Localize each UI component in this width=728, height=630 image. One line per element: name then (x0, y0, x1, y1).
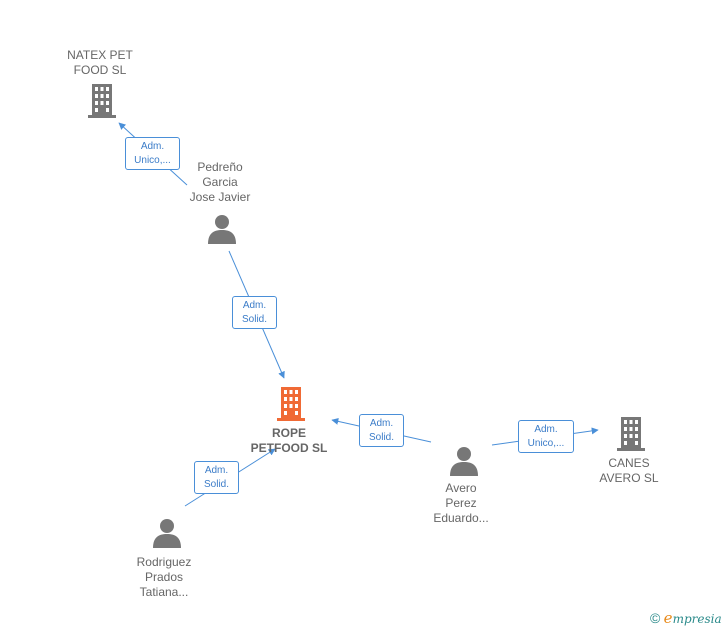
label-line: Rodriguez (136, 555, 192, 569)
edge-label-rodriguez-rope[interactable]: Adm. Solid. (194, 461, 239, 494)
label-line: ROPE (271, 426, 306, 440)
label-line: Jose Javier (189, 190, 251, 204)
label-line: Eduardo... (433, 511, 489, 525)
label-line: Garcia (202, 175, 238, 189)
label-line: Prados (144, 570, 184, 584)
edge-label-avero-canes[interactable]: Adm. Unico,... (518, 420, 574, 453)
label-line: CANES (608, 456, 650, 470)
edge-label-line2: Solid. (241, 314, 267, 325)
edge-label-line2: Solid. (203, 479, 229, 490)
edge-label-line1: Adm. (140, 141, 165, 152)
edge-label-line2: Unico,... (527, 438, 565, 449)
building-icon[interactable] (615, 417, 647, 451)
building-icon[interactable] (86, 84, 118, 118)
edge-label-line1: Adm. (242, 300, 267, 311)
copyright-icon: © (650, 610, 661, 626)
label-line: AVERO SL (599, 471, 659, 485)
label-line: NATEX PET (67, 48, 133, 62)
brand-logo-e: e (663, 609, 673, 627)
edge-label-avero-rope[interactable]: Adm. Solid. (359, 414, 404, 447)
building-icon-main[interactable] (275, 387, 307, 421)
edge-label-line2: Solid. (368, 432, 394, 443)
edge-label-line2: Unico,... (134, 155, 171, 166)
label-line: Avero (445, 481, 477, 495)
person-icon[interactable] (207, 214, 237, 244)
label-line: Pedreño (197, 160, 243, 174)
person-label-rodriguez[interactable]: Rodriguez Prados Tatiana... (114, 555, 214, 600)
edge-label-line1: Adm. (204, 465, 229, 476)
person-icon[interactable] (152, 518, 182, 548)
label-line: FOOD SL (73, 63, 127, 77)
label-line: Tatiana... (139, 585, 189, 599)
edge-label-line1: Adm. (369, 418, 394, 429)
edge-label-pedreno-natex[interactable]: Adm. Unico,... (125, 137, 180, 170)
person-icon[interactable] (449, 446, 479, 476)
company-label-canes[interactable]: CANES AVERO SL (579, 456, 679, 486)
company-label-natex[interactable]: NATEX PET FOOD SL (50, 48, 150, 78)
company-label-rope[interactable]: ROPE PETFOOD SL (239, 426, 339, 456)
person-label-avero[interactable]: Avero Perez Eduardo... (411, 481, 511, 526)
label-line: PETFOOD SL (250, 441, 328, 455)
brand-watermark: © empresia (650, 609, 722, 627)
label-line: Perez (445, 496, 477, 510)
edge-label-pedreno-rope[interactable]: Adm. Solid. (232, 296, 277, 329)
edge-label-line1: Adm. (534, 424, 558, 435)
brand-logo-text: mpresia (672, 612, 722, 626)
person-label-pedreno[interactable]: Pedreño Garcia Jose Javier (170, 160, 270, 205)
